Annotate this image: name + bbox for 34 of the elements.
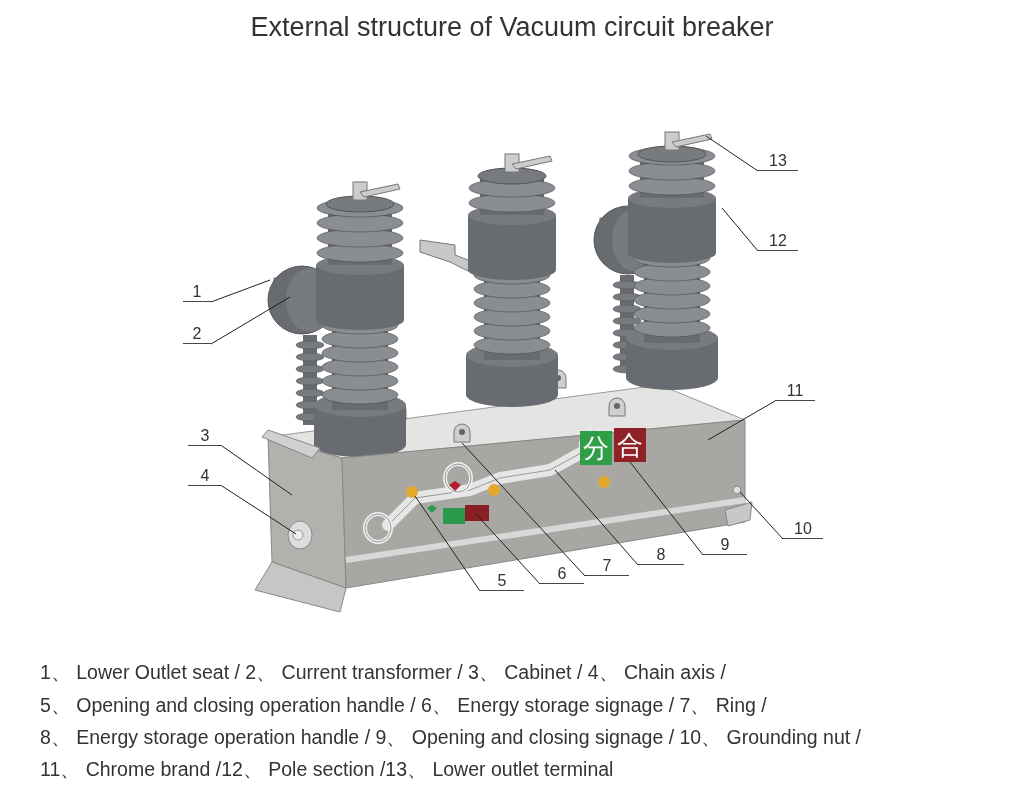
legend-text: 1、 Lower Outlet seat / 2、 Current transformer / 3、 Cabinet / 4、 Chain axis /: [40, 660, 726, 685]
leader-line: [221, 485, 297, 535]
leader-line: [705, 135, 759, 172]
leader-line: [629, 461, 704, 556]
legend-text: 8、 Energy storage operation handle / 9、 Opening and closing signage / 10、 Grounding nut /: [40, 725, 862, 750]
callout-number: 4: [188, 466, 222, 486]
diagram-title: External structure of Vacuum circuit breaker: [249, 12, 775, 43]
ring-lug: [453, 423, 471, 443]
legend-text: 5、 Opening and closing operation handle / 6、 Energy storage signage / 7、 Ring /: [40, 693, 767, 718]
leader-line: [475, 513, 541, 585]
leader-line: [707, 400, 776, 441]
callout-number: 12: [758, 231, 798, 251]
signage-label: 合: [614, 428, 646, 462]
leader-line: [210, 296, 291, 345]
leader-line: [739, 491, 784, 540]
leader-line: [414, 495, 481, 592]
callout-number: 5: [480, 571, 524, 591]
callout-number: 3: [188, 426, 222, 446]
callout-number: 13: [758, 151, 798, 171]
callout-number: 2: [183, 324, 211, 344]
leader-line: [210, 279, 271, 303]
leader-line: [461, 442, 586, 577]
legend-text: 11、 Chrome brand /12、 Pole section /13、 Lower outlet terminal: [40, 757, 614, 782]
leader-line: [554, 469, 639, 566]
callout-number: 7: [585, 556, 629, 576]
callout-number: 11: [775, 381, 815, 401]
signage-label: 分: [580, 431, 612, 465]
leader-line: [221, 445, 293, 496]
leader-line: [721, 207, 759, 252]
callout-number: 6: [540, 564, 584, 584]
callout-number: 10: [783, 519, 823, 539]
callout-number: 8: [638, 545, 684, 565]
callout-number: 1: [183, 282, 211, 302]
callout-number: 9: [703, 535, 747, 555]
